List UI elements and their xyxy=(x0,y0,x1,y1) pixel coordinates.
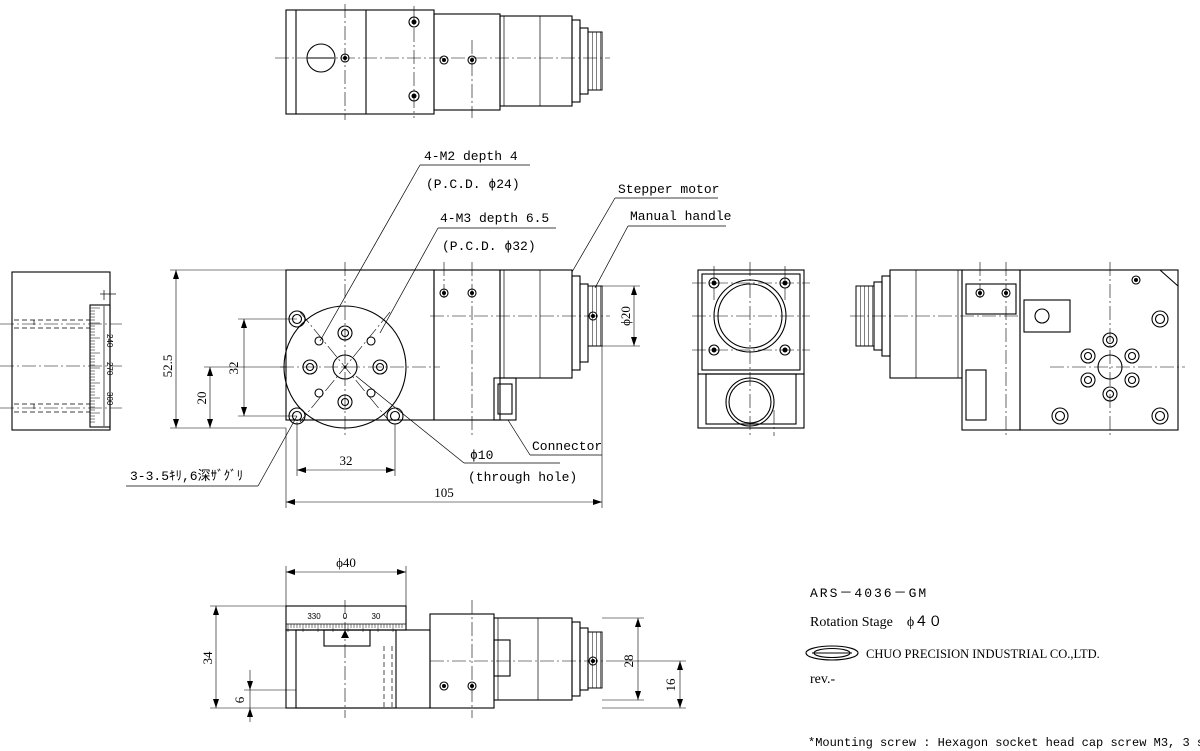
callout-m3: 4-M3 depth 6.5 xyxy=(440,211,549,226)
dim-20: 20 xyxy=(194,392,209,405)
title-block: ARS－4036－GM Rotation Stage ϕ４０ CHUO PREC… xyxy=(805,586,1200,750)
scale-label: 240 xyxy=(105,334,114,348)
front-dimensions: 52.5 32 20 32 105 ϕ20 xyxy=(126,149,731,508)
callout-connector: Connector xyxy=(532,439,602,454)
front-view xyxy=(280,262,610,436)
product-name: Rotation Stage ϕ４０ xyxy=(810,615,942,630)
callout-through-hole-note: (through hole) xyxy=(468,470,577,485)
dim-32-vertical: 32 xyxy=(226,362,241,375)
dim-phi20: ϕ20 xyxy=(618,306,633,326)
scale-label: 30 xyxy=(372,612,381,621)
mounting-note: *Mounting screw : Hexagon socket head ca… xyxy=(808,736,1200,750)
dim-16: 16 xyxy=(663,678,678,692)
back-view xyxy=(850,262,1185,436)
revision: rev.- xyxy=(810,672,835,687)
callout-counterbore: 3-3.5ｷﾘ,6深ｻﾞｸﾞﾘ xyxy=(130,469,243,484)
company-name: CHUO PRECISION INDUSTRIAL CO.,LTD. xyxy=(866,647,1100,661)
dim-phi40: ϕ40 xyxy=(336,555,356,570)
bottom-view: 330 0 30 ϕ40 34 6 28 xyxy=(200,555,686,722)
dim-height: 52.5 xyxy=(160,355,175,378)
scale-label: 300 xyxy=(105,392,114,406)
callout-m2-pcd: (P.C.D. ϕ24) xyxy=(426,177,520,192)
dim-6: 6 xyxy=(232,696,247,703)
scale-label: 0 xyxy=(343,612,348,621)
callout-through-hole-diameter: ϕ10 xyxy=(470,448,493,463)
left-view: 240 270 300 xyxy=(0,271,122,431)
company-logo xyxy=(805,645,859,661)
scale-label: 270 xyxy=(105,362,114,376)
model-number: ARS－4036－GM xyxy=(810,586,928,601)
bottom-angle-scale: 330 0 30 xyxy=(286,612,406,632)
scale-label: 330 xyxy=(307,612,321,621)
dim-32-horizontal: 32 xyxy=(340,453,353,468)
callout-stepper-motor: Stepper motor xyxy=(618,182,719,197)
top-view xyxy=(275,4,610,120)
dim-105: 105 xyxy=(434,485,454,500)
end-view xyxy=(692,262,810,436)
callout-manual-handle: Manual handle xyxy=(630,209,731,224)
callout-m2: 4-M2 depth 4 xyxy=(424,149,518,164)
callout-m3-pcd: (P.C.D. ϕ32) xyxy=(442,239,536,254)
left-angle-scale: 240 270 300 xyxy=(90,306,114,426)
dim-34: 34 xyxy=(200,651,215,665)
